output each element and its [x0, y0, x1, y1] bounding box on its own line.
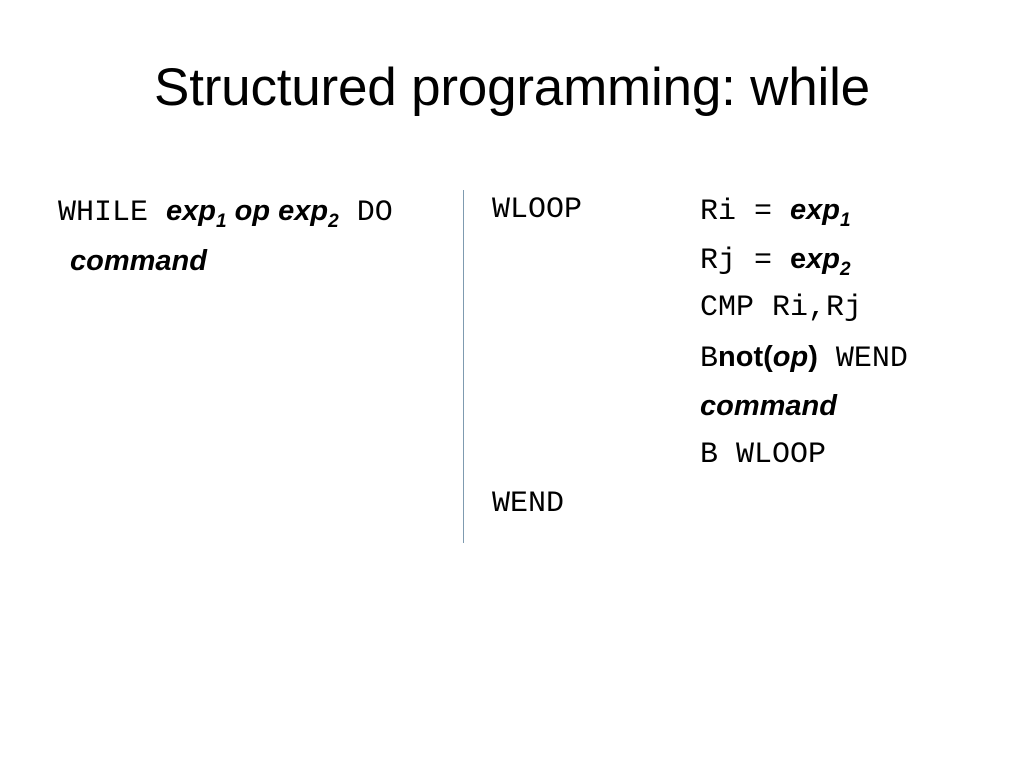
source-line-while: WHILE exp1 op exp2 DO: [58, 186, 453, 236]
metavar-command: command: [700, 390, 837, 422]
metavar-exp2-subscript: 2: [328, 211, 339, 232]
metavar-exp2: exp: [278, 195, 329, 227]
asm-row: WLOOP Ri = exp1: [492, 186, 992, 235]
metavar-exp2: xp: [806, 243, 840, 275]
asm-instruction-branch-wloop: B WLOOP: [700, 438, 827, 472]
asm-label-wloop: WLOOP: [492, 193, 583, 227]
asm-instruction-cmp: CMP Ri,Rj: [700, 291, 863, 325]
asm-instruction-branch: Bnot(op) WEND: [700, 333, 908, 386]
asm-row: command: [492, 382, 992, 431]
metavar-exp2-subscript: 2: [840, 259, 851, 280]
asm-row: Bnot(op) WEND: [492, 333, 992, 382]
asm-mnemonic-b: B: [700, 342, 719, 376]
asm-instruction-assign-rj: Rj = exp2: [700, 235, 851, 288]
branch-not-open: not(: [718, 341, 773, 373]
asm-label-wend: WEND: [492, 487, 565, 521]
metavar-exp1: exp: [166, 195, 217, 227]
source-line-command: command: [58, 236, 453, 286]
asm-column: WLOOP Ri = exp1 Rj = exp2 CMP Ri,Rj Bnot…: [492, 186, 992, 529]
asm-mnemonic: Rj =: [700, 244, 791, 278]
metavar-exp2-leading-e: e: [790, 243, 807, 275]
metavar-exp1-subscript: 1: [840, 210, 851, 231]
metavar-op: op: [772, 341, 809, 373]
branch-target-wend: WEND: [817, 342, 908, 376]
branch-close-paren: ): [808, 341, 818, 373]
asm-instruction-assign-ri: Ri = exp1: [700, 186, 851, 239]
metavar-op: op: [234, 195, 271, 227]
keyword-while: WHILE: [58, 196, 149, 230]
asm-mnemonic: Ri =: [700, 195, 791, 229]
source-column: WHILE exp1 op exp2 DO command: [58, 186, 453, 286]
metavar-command: command: [70, 245, 207, 277]
asm-row: Rj = exp2: [492, 235, 992, 284]
metavar-exp1: exp: [790, 194, 840, 226]
asm-row: WEND: [492, 480, 992, 529]
page-title: Structured programming: while: [154, 58, 870, 117]
metavar-exp1-subscript: 1: [216, 211, 227, 232]
asm-row: B WLOOP: [492, 431, 992, 480]
keyword-do: DO: [356, 196, 393, 230]
asm-row: CMP Ri,Rj: [492, 284, 992, 333]
column-divider: [463, 190, 464, 543]
